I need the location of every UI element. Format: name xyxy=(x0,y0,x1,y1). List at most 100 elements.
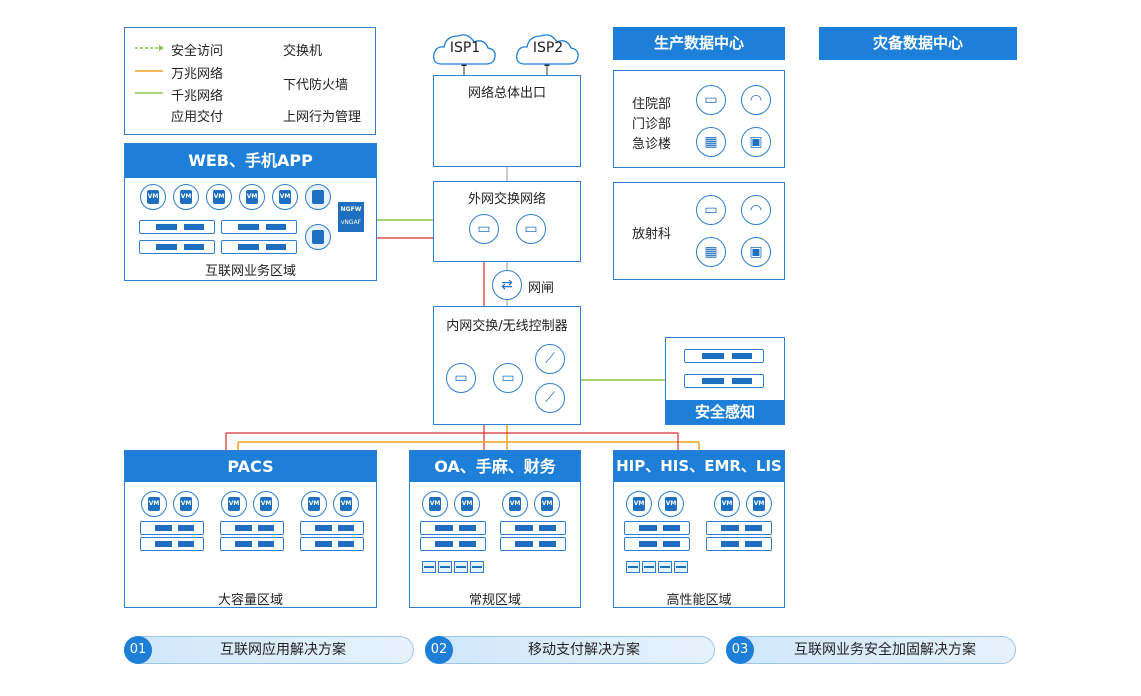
server-icon xyxy=(300,521,364,535)
security-sense-title: 安全感知 xyxy=(666,400,784,424)
inner-switch-label: 内网交换/无线控制器 xyxy=(446,319,568,334)
legend-switch: 交换机 xyxy=(283,44,323,59)
legend-ten-gig: 万兆网络 xyxy=(171,67,224,82)
building-icon: ▦ xyxy=(696,237,726,267)
solution-label: 互联网业务安全加固解决方案 xyxy=(794,642,976,658)
legend: 安全访问 万兆网络 千兆网络 应用交付 交换机 下代防火墙 上网行为管理 xyxy=(124,27,376,135)
legend-lines xyxy=(135,45,164,94)
dept-radiology: 放射科 xyxy=(632,227,672,242)
solution-pill-01[interactable]: 01 互联网应用解决方案 xyxy=(124,636,414,664)
vm-icon: VM xyxy=(534,491,560,517)
storage-icon xyxy=(658,561,672,573)
legend-gig: 千兆网络 xyxy=(171,89,224,104)
storage-icon xyxy=(454,561,468,573)
solution-number: 01 xyxy=(124,636,152,664)
zone-caption: 大容量区域 xyxy=(217,593,283,608)
internet-zone-title: WEB、手机APP xyxy=(125,144,376,178)
vm-icon: VM xyxy=(206,184,232,210)
vm-icon: VM xyxy=(221,491,247,517)
server-icon xyxy=(500,521,566,535)
network-node-icon xyxy=(305,224,331,250)
dept-inpatient: 住院部 xyxy=(632,97,672,112)
vm-icon: VM xyxy=(272,184,298,210)
firewall-badge: NGFW vNGAF xyxy=(338,202,364,232)
wifi-icon: ◠ xyxy=(741,195,771,225)
internet-zone: WEB、手机APP VM VM VM VM VM NGFW vNGAF 互联网业… xyxy=(124,143,377,281)
server-icon xyxy=(139,240,215,254)
vm-icon: VM xyxy=(173,491,199,517)
outer-switch-box: 外网交换网络 ▭ ▭ xyxy=(433,181,581,262)
production-dc-title: 生产数据中心 xyxy=(613,27,785,60)
outer-switch-label: 外网交换网络 xyxy=(467,192,546,207)
server-icon xyxy=(420,537,486,551)
isp2-label: ISP2 xyxy=(532,40,564,56)
server-icon xyxy=(221,220,297,234)
building-icon: ▦ xyxy=(696,127,726,157)
solution-pill-02[interactable]: 02 移动支付解决方案 xyxy=(425,636,715,664)
vm-icon: VM xyxy=(253,491,279,517)
switch-icon: ▭ xyxy=(446,363,476,393)
isp1-label: ISP1 xyxy=(449,40,481,56)
legend-ngfw: 下代防火墙 xyxy=(283,78,349,93)
server-icon xyxy=(140,521,204,535)
solution-number: 02 xyxy=(425,636,453,664)
storage-icon xyxy=(642,561,656,573)
storage-icon xyxy=(470,561,484,573)
inner-switch-box: 内网交换/无线控制器 ▭ ▭ ⟋ ⟋ xyxy=(433,306,581,425)
firewall-badge-top: NGFW xyxy=(340,206,362,213)
server-icon xyxy=(140,537,204,551)
egress-box: 网络总体出口 xyxy=(433,75,581,167)
cloud-icon xyxy=(516,34,579,65)
wireless-controller-icon: ⟋ xyxy=(535,344,565,374)
server-icon xyxy=(500,537,566,551)
server-icon xyxy=(706,521,772,535)
server-icon xyxy=(220,537,284,551)
department-box-radiology: 放射科 ▭ ◠ ▦ ▣ xyxy=(613,182,785,280)
zone-title: HIP、HIS、EMR、LIS xyxy=(614,451,784,482)
gateway-label: 网闸 xyxy=(528,281,555,296)
legend-app-delivery: 应用交付 xyxy=(171,110,224,125)
vm-icon: VM xyxy=(714,491,740,517)
zone-caption: 常规区域 xyxy=(468,593,521,608)
vm-icon: VM xyxy=(239,184,265,210)
vm-icon: VM xyxy=(173,184,199,210)
firewall-badge-bottom: vNGAF xyxy=(340,219,362,226)
server-icon xyxy=(684,374,764,388)
vm-icon: VM xyxy=(626,491,652,517)
network-node-icon xyxy=(305,184,331,210)
vm-icon: VM xyxy=(140,184,166,210)
zone-oa: OA、手麻、财务 VM VM VM VM 常规区域 xyxy=(409,450,581,608)
server-icon xyxy=(300,537,364,551)
server-icon xyxy=(684,349,764,363)
disaster-dc-title: 灾备数据中心 xyxy=(819,27,1017,60)
vm-icon: VM xyxy=(502,491,528,517)
security-sense-box: 安全感知 xyxy=(665,337,785,425)
server-icon xyxy=(220,521,284,535)
zone-caption: 高性能区域 xyxy=(666,593,732,608)
zone-pacs: PACS VM VM VM VM VM VM 大容量区域 xyxy=(124,450,377,608)
vm-icon: VM xyxy=(301,491,327,517)
dept-emergency: 急诊楼 xyxy=(632,137,672,152)
switch-icon: ▭ xyxy=(493,363,523,393)
vm-icon: VM xyxy=(746,491,772,517)
server-icon xyxy=(221,240,297,254)
storage-icon xyxy=(438,561,452,573)
dept-outpatient: 门诊部 xyxy=(632,117,672,132)
pc-icon: ▣ xyxy=(741,127,771,157)
vm-icon: VM xyxy=(658,491,684,517)
switch-icon: ▭ xyxy=(696,195,726,225)
vm-icon: VM xyxy=(454,491,480,517)
server-icon xyxy=(706,537,772,551)
storage-icon xyxy=(626,561,640,573)
switch-icon: ▭ xyxy=(469,214,499,244)
legend-behavior-mgmt: 上网行为管理 xyxy=(283,110,362,125)
vm-icon: VM xyxy=(141,491,167,517)
wifi-icon: ◠ xyxy=(741,85,771,115)
solution-pill-03[interactable]: 03 互联网业务安全加固解决方案 xyxy=(726,636,1016,664)
solution-label: 移动支付解决方案 xyxy=(528,642,640,658)
zone-title: OA、手麻、财务 xyxy=(410,451,580,482)
legend-security-access: 安全访问 xyxy=(171,44,224,59)
wireless-controller-icon: ⟋ xyxy=(535,383,565,413)
egress-label: 网络总体出口 xyxy=(467,86,546,101)
